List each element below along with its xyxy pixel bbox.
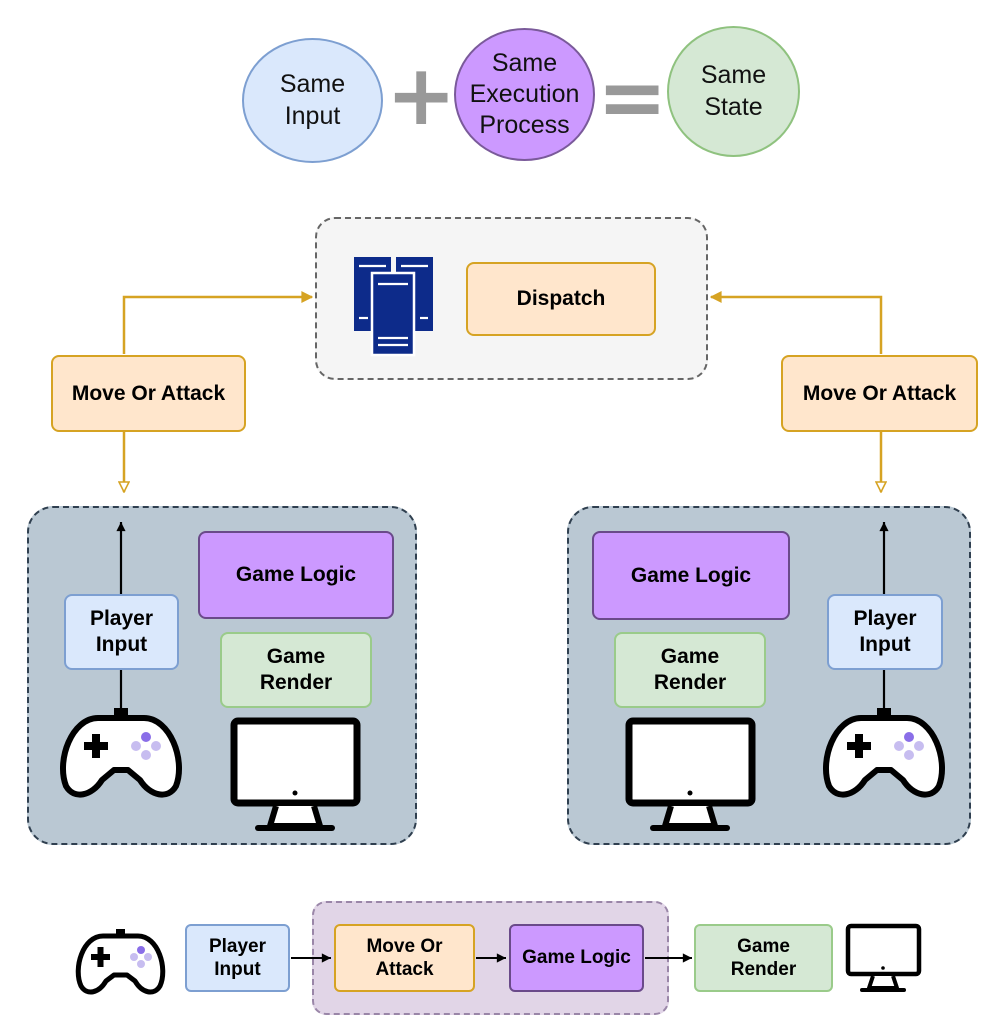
plus-sign: + bbox=[386, 46, 457, 144]
left-game-render-box: Game Render bbox=[220, 632, 372, 708]
same-execution-process-label: Same Execution Process bbox=[469, 48, 580, 140]
same-state-circle: Same State bbox=[667, 26, 800, 157]
same-state-label: Same State bbox=[700, 61, 767, 121]
right-game-logic-box: Game Logic bbox=[592, 531, 790, 620]
same-input-label: Same Input bbox=[279, 70, 346, 130]
pipeline-game-render-label: Game Render bbox=[730, 935, 797, 980]
same-input-circle: Same Input bbox=[242, 38, 383, 163]
pipeline-player-input-box: Player Input bbox=[185, 924, 290, 992]
right-game-render-label: Game Render bbox=[653, 645, 727, 694]
dispatch-label: Dispatch bbox=[516, 287, 606, 311]
left-move-or-attack-label: Move Or Attack bbox=[71, 381, 226, 405]
left-player-input-label: Player Input bbox=[89, 607, 154, 656]
left-player-input-box: Player Input bbox=[64, 594, 179, 670]
right-gamepad-icon bbox=[822, 708, 946, 798]
pipeline-move-or-attack-box: Move Or Attack bbox=[334, 924, 475, 992]
equals-sign: = bbox=[597, 48, 668, 146]
left-gamepad-icon bbox=[59, 708, 183, 798]
pipeline-game-render-box: Game Render bbox=[694, 924, 833, 992]
left-game-logic-label: Game Logic bbox=[235, 563, 357, 587]
right-game-render-box: Game Render bbox=[614, 632, 766, 708]
right-to-server-arrow bbox=[711, 297, 883, 354]
right-player-input-box: Player Input bbox=[827, 594, 943, 670]
left-move-or-attack-box: Move Or Attack bbox=[51, 355, 246, 432]
pipeline-gamepad-icon bbox=[75, 929, 166, 995]
right-game-logic-label: Game Logic bbox=[630, 563, 752, 587]
left-game-render-label: Game Render bbox=[259, 645, 333, 694]
left-to-server-arrow bbox=[122, 297, 312, 354]
right-move-or-attack-label: Move Or Attack bbox=[802, 381, 957, 405]
right-move-or-attack-box: Move Or Attack bbox=[781, 355, 978, 432]
right-player-input-label: Player Input bbox=[853, 607, 917, 656]
right-monitor-icon bbox=[625, 717, 756, 831]
left-game-logic-box: Game Logic bbox=[198, 531, 394, 619]
left-monitor-icon bbox=[230, 717, 361, 831]
pipeline-move-or-attack-label: Move Or Attack bbox=[366, 935, 443, 980]
pipeline-monitor-icon bbox=[845, 923, 922, 992]
pipeline-game-logic-label: Game Logic bbox=[522, 947, 631, 969]
same-execution-process-circle: Same Execution Process bbox=[454, 28, 595, 161]
pipeline-game-logic-box: Game Logic bbox=[509, 924, 644, 992]
dispatch-box: Dispatch bbox=[466, 262, 656, 336]
server-icon bbox=[354, 257, 433, 357]
pipeline-player-input-label: Player Input bbox=[208, 935, 267, 980]
